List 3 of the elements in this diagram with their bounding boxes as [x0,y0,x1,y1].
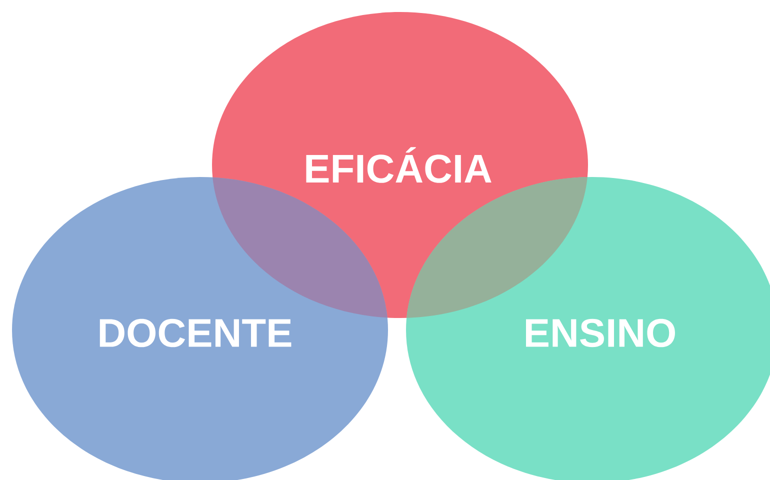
circle-label: EFICÁCIA [306,147,492,183]
circle-label: DOCENTE [100,318,292,348]
circle-label: ENSINO [526,318,675,348]
